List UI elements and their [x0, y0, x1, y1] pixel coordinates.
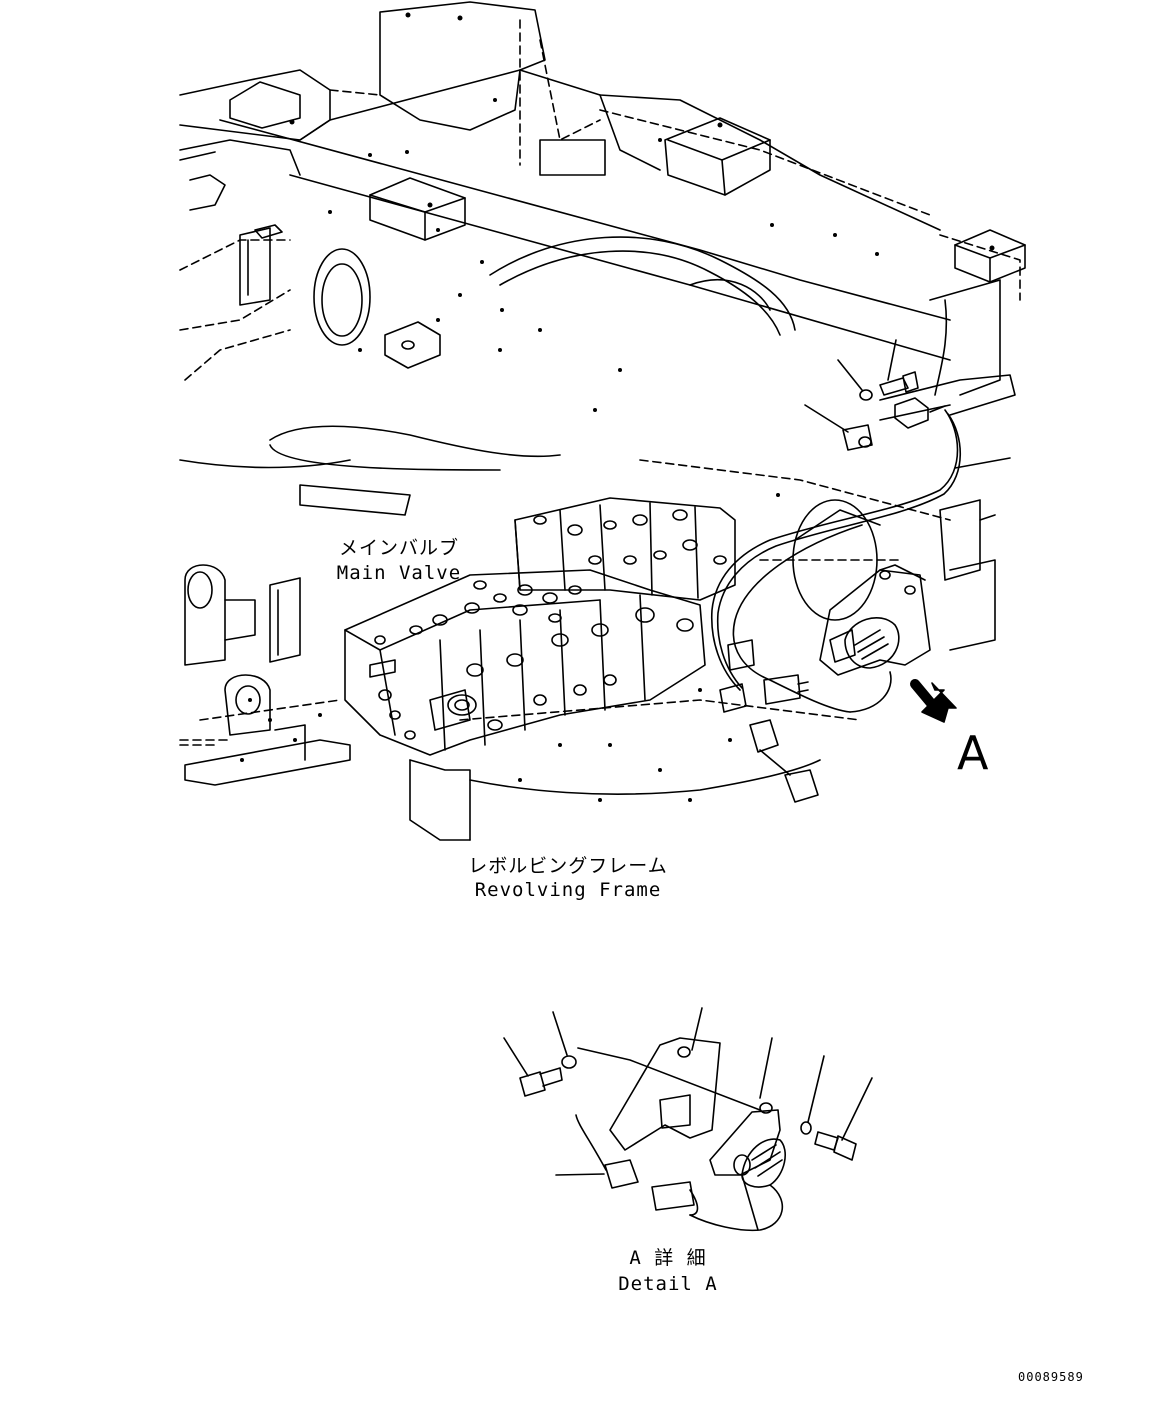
- revolving-frame-outline: [179, 1, 1026, 802]
- detail-a-label-en: Detail A: [618, 1273, 718, 1295]
- left-frame-lugs: [184, 564, 351, 786]
- revolving-frame-label-jp: レボルビングフレーム: [468, 855, 668, 877]
- main-valve-label-en: Main Valve: [336, 562, 462, 584]
- main-valve: [344, 497, 821, 841]
- drawing-code: 00089589: [1018, 1370, 1084, 1384]
- detail-a-label-jp: A 詳 細: [629, 1247, 707, 1269]
- switch-harness-assembly: [710, 339, 1011, 803]
- view-a-marker: A: [957, 726, 989, 780]
- detail-a-exploded-view: [503, 1007, 873, 1232]
- revolving-frame-label-en: Revolving Frame: [474, 879, 662, 901]
- main-valve-label-jp: メインバルブ: [338, 537, 459, 559]
